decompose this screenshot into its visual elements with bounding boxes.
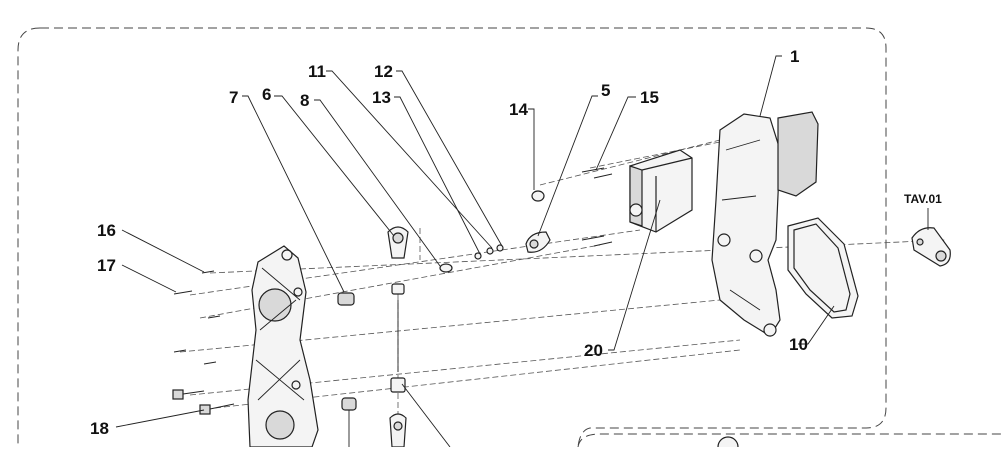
diagram-frame [17, 27, 887, 448]
callout-16: 16 [97, 221, 116, 240]
callout-10: 10 [789, 335, 808, 354]
callout-6: 6 [262, 85, 271, 104]
callout-15: 15 [640, 88, 659, 107]
callout-17: 17 [97, 256, 116, 275]
washers [439, 190, 551, 273]
callout-20: 20 [584, 341, 603, 360]
callout-labels: 1 5 6 7 8 10 11 12 13 14 15 16 17 18 20 … [90, 47, 942, 438]
left-screws [172, 270, 357, 447]
callout-tav01: TAV.01 [904, 192, 942, 206]
left-cover-plate [247, 245, 319, 448]
callout-13: 13 [372, 88, 391, 107]
callout-18: 18 [90, 419, 109, 438]
lower-frame [577, 433, 1004, 448]
rod-end-assembly [387, 226, 409, 448]
callout-11: 11 [308, 62, 326, 81]
callout-5: 5 [601, 81, 610, 100]
callout-8: 8 [300, 91, 309, 110]
callout-12: 12 [374, 62, 393, 81]
callout-1: 1 [790, 47, 799, 66]
tav-bracket [911, 227, 951, 267]
main-housing [711, 111, 819, 337]
gasket [787, 217, 859, 319]
callout-7: 7 [229, 88, 238, 107]
leader-lines [115, 55, 929, 448]
partial-part-bottom [717, 436, 739, 452]
servo-body [629, 149, 693, 233]
servo-screws [581, 167, 613, 247]
callout-14: 14 [509, 100, 528, 119]
